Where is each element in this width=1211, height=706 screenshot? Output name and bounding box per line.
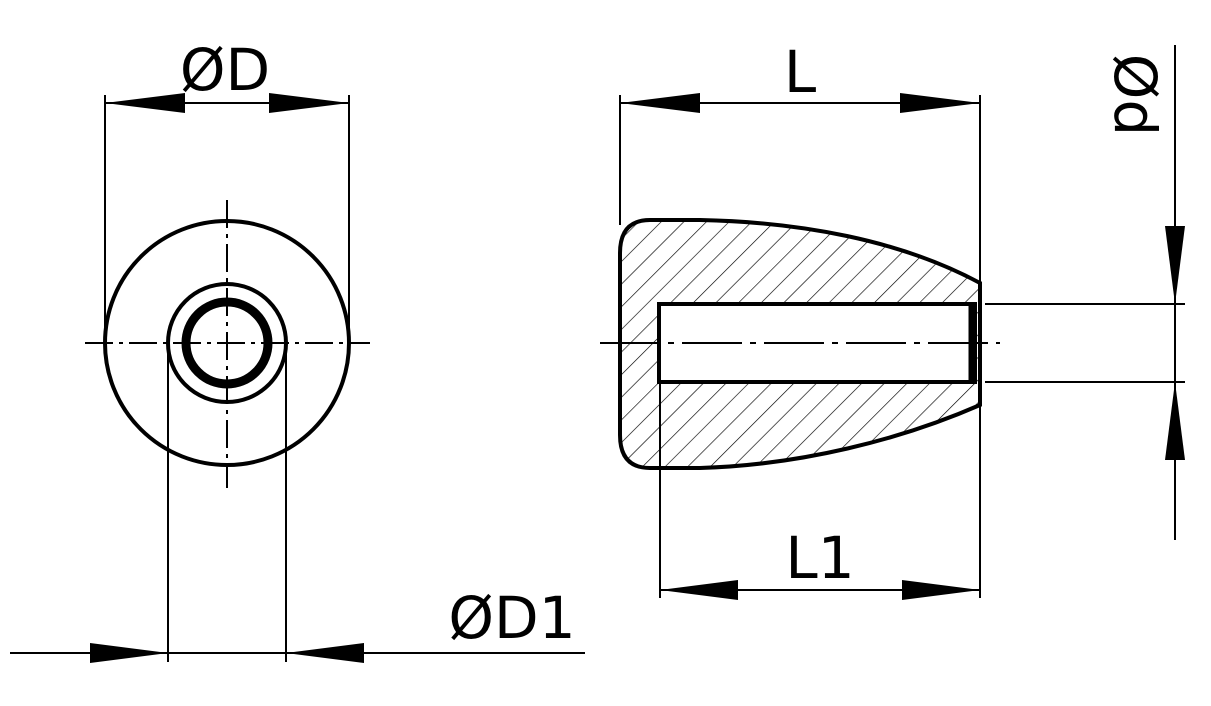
label-bore-length: L1 — [785, 524, 854, 592]
arrow-icon — [105, 93, 185, 113]
arrow-icon — [286, 643, 364, 663]
arrow-icon — [269, 93, 349, 113]
front-view — [10, 93, 585, 663]
label-bore-diameter: Ød — [1101, 54, 1169, 136]
section-view — [600, 45, 1185, 600]
arrow-icon — [620, 93, 700, 113]
arrow-icon — [900, 93, 980, 113]
label-shoulder-diameter: ØD1 — [448, 584, 575, 652]
arrow-icon — [1165, 382, 1185, 460]
label-length: L — [784, 38, 816, 106]
arrow-icon — [660, 580, 738, 600]
arrow-icon — [90, 643, 168, 663]
arrow-icon — [902, 580, 980, 600]
arrow-icon — [1165, 226, 1185, 304]
label-outer-diameter: ØD — [180, 36, 270, 104]
